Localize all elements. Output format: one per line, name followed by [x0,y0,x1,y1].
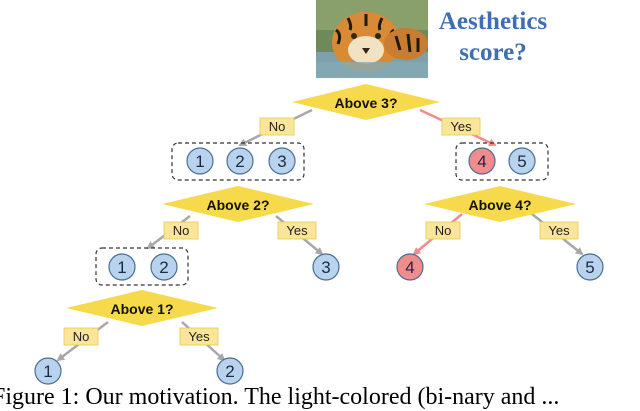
decision-diamond-above1 [66,290,218,326]
score-number: 4 [405,258,414,277]
leaf-circle-above1-yes [216,357,244,385]
branch-box-above3-no [259,117,295,136]
decision-diamond-above4 [424,186,576,222]
score-circle-root-yes-4 [468,147,496,175]
figure-caption: Figure 1: Our motivation. The light-colo… [0,384,560,410]
branch-box-above1-yes [179,327,219,346]
score-number: 4 [477,152,486,171]
group-box-above2-no [95,247,189,286]
tiger-image [316,0,428,78]
group-box-root-no [171,142,305,181]
group-box-root-yes [455,142,549,181]
score-circle-root-yes-5 [508,147,536,175]
decision-label-above1: Above 1? [110,301,173,317]
leaf-circle-above2-yes [312,253,340,281]
branch-label-above1-yes: Yes [188,329,210,344]
score-number: 3 [321,258,330,277]
decision-label-above2: Above 2? [206,197,269,213]
score-number: 1 [43,362,52,381]
branch-label-above2-no: No [173,223,190,238]
title-line-2: score? [459,39,527,66]
score-circle-root-no-3 [268,147,296,175]
score-circle-root-no-2 [226,147,254,175]
branch-box-above3-yes [441,117,481,136]
decision-diamond-above2 [162,186,314,222]
score-number: 5 [585,258,594,277]
branch-box-above2-no [163,221,199,240]
branch-label-above1-no: No [73,329,90,344]
branch-label-above2-yes: Yes [286,223,308,238]
score-number: 5 [517,152,526,171]
branch-box-above1-no [63,327,99,346]
diagram-title: Aesthetics score? [432,6,554,68]
score-number: 2 [225,362,234,381]
score-circle-root-no-1 [186,147,214,175]
title-line-1: Aesthetics [438,8,548,35]
score-number: 1 [195,152,204,171]
score-number: 1 [117,258,126,277]
branch-label-above3-yes: Yes [450,119,472,134]
decision-label-above4: Above 4? [468,197,531,213]
branch-label-above3-no: No [269,119,286,134]
decision-label-above3: Above 3? [334,95,397,111]
score-number: 2 [159,258,168,277]
branch-box-above4-yes [539,221,579,240]
branch-label-above4-yes: Yes [548,223,570,238]
score-circle-above2-no-2 [150,253,178,281]
leaf-circle-above1-no [34,357,62,385]
score-circle-above2-no-1 [108,253,136,281]
leaf-circle-above4-no [396,253,424,281]
tiger-photo [316,0,428,78]
branch-box-above2-yes [277,221,317,240]
score-number: 2 [235,152,244,171]
score-number: 3 [277,152,286,171]
decision-diamond-above3 [292,84,440,120]
branch-box-above4-no [425,221,461,240]
leaf-circle-above4-yes [576,253,604,281]
branch-label-above4-no: No [435,223,452,238]
